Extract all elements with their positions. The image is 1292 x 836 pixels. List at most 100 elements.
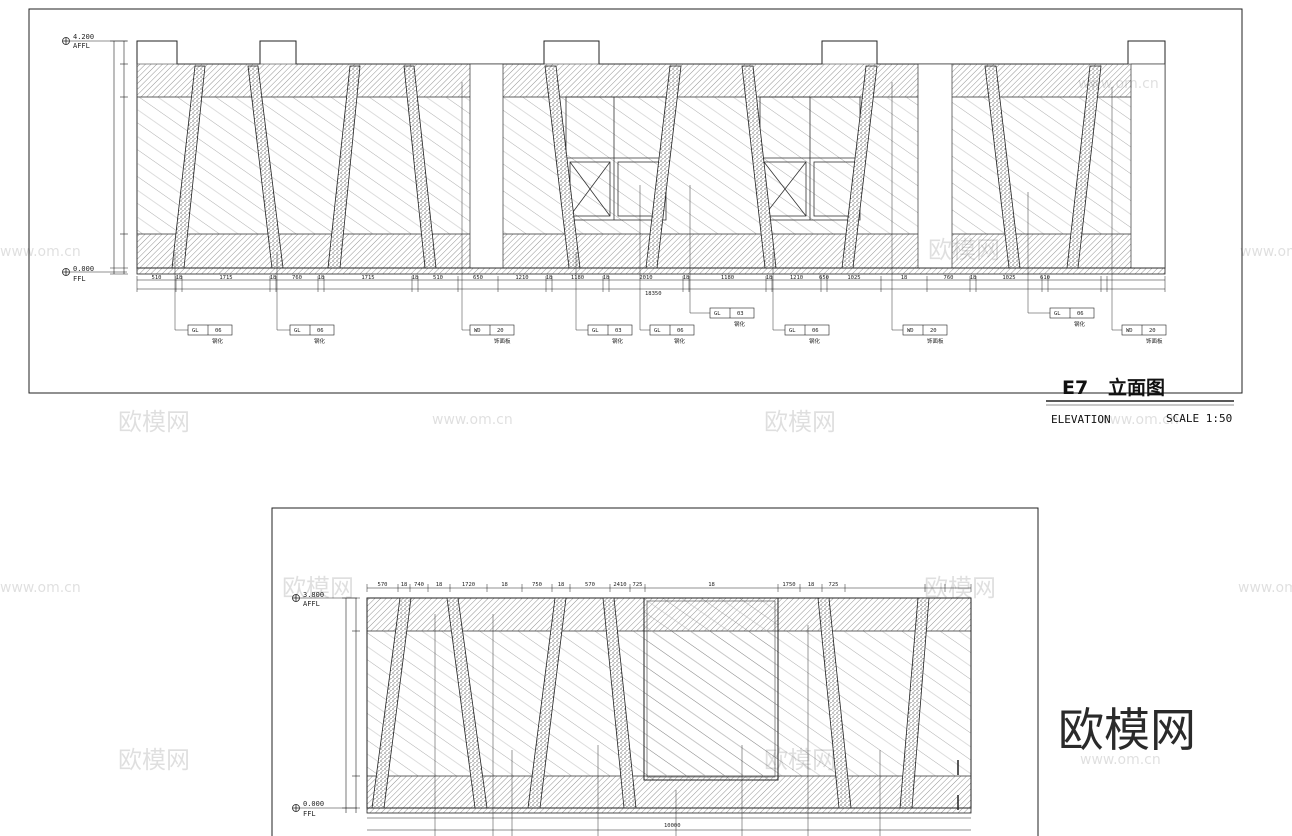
material-tag-note: 钢化 xyxy=(612,337,624,345)
watermark-logo: 欧模网 xyxy=(1058,703,1196,757)
material-tag: GL 06 钢化 xyxy=(772,252,830,345)
lower-floor-slab xyxy=(366,807,972,814)
material-tag-code: GL xyxy=(192,328,199,334)
lower-dimension-value: 18 xyxy=(401,582,408,588)
upper-dimension-value: 510 xyxy=(433,275,443,281)
lower-dimension-value: 725 xyxy=(829,582,839,588)
watermark-url: www.om.cn xyxy=(1078,76,1159,92)
material-tag: WD 20 饰面板 xyxy=(1111,87,1167,345)
material-tag-number: 03 xyxy=(737,311,744,317)
watermark-brand: 欧模网 xyxy=(118,746,190,774)
watermark-url: www.om.cn xyxy=(1238,580,1292,596)
upper-dimension-value: 2010 xyxy=(639,275,652,281)
upper-dimension-value: 1715 xyxy=(361,275,374,281)
drawing-title: 立面图 xyxy=(1108,376,1165,399)
material-tag-number: 06 xyxy=(812,328,819,334)
watermark-brand: 欧模网 xyxy=(928,236,1000,264)
lower-dimension-value: 725 xyxy=(633,582,643,588)
upper-dimension-value: 1210 xyxy=(790,275,803,281)
material-tag-code: WD xyxy=(1126,328,1133,334)
lower-horizontal-dimension-lines xyxy=(367,587,971,831)
drawing-subtitle: ELEVATION xyxy=(1051,413,1111,426)
material-tag-code: GL xyxy=(714,311,721,317)
lower-dimension-value: 18 xyxy=(436,582,443,588)
upper-floor-elevation: 0.000 xyxy=(73,265,94,273)
lower-dimension-value: 570 xyxy=(378,582,388,588)
lower-dimension-value: 740 xyxy=(414,582,424,588)
material-tag-note: 饰面板 xyxy=(494,337,511,345)
material-tag-number: 06 xyxy=(1077,311,1084,317)
watermark-brand: 欧模网 xyxy=(282,574,354,602)
material-tag-note: 钢化 xyxy=(1074,320,1086,328)
lower-dimension-value: 18 xyxy=(808,582,815,588)
lower-dimension-value: 18 xyxy=(708,582,715,588)
upper-top-elevation: 4.200 xyxy=(73,33,94,41)
upper-dimension-value: 18 xyxy=(412,275,419,281)
material-tag-code: GL xyxy=(294,328,301,334)
upper-window-1 xyxy=(565,96,667,221)
material-tag-code: WD xyxy=(474,328,481,334)
material-tag-note: 钢化 xyxy=(809,337,821,345)
material-tag-number: 20 xyxy=(1149,328,1156,334)
upper-dimension-value: 1715 xyxy=(219,275,232,281)
material-tag: WD 20 饰面板 xyxy=(461,82,515,345)
material-tag-number: 06 xyxy=(317,328,324,334)
lower-dimension-value: 1750 xyxy=(782,582,795,588)
upper-dimension-value: 760 xyxy=(944,275,954,281)
watermark-brand: 欧模网 xyxy=(924,574,996,602)
upper-top-level-marker: 4.200 AFFL xyxy=(62,33,127,50)
upper-floor-slab xyxy=(136,267,1166,275)
title-block: E7 立面图 ELEVATION SCALE 1:50 xyxy=(1046,376,1234,426)
upper-dimension-value: 1180 xyxy=(721,275,734,281)
material-tag-note: 饰面板 xyxy=(927,337,944,345)
drawing-code: E7 xyxy=(1062,377,1088,399)
lower-floor-elevation-tag: FFL xyxy=(303,810,316,818)
upper-dimension-value: 1210 xyxy=(515,275,528,281)
upper-top-band xyxy=(136,63,1166,98)
upper-bay-2 xyxy=(1130,63,1166,269)
upper-dimension-value: 18 xyxy=(176,275,183,281)
lower-dimension-value: 18 xyxy=(558,582,565,588)
watermarks: 欧模网 www.om.cn 欧模网 欧模网 欧模网 欧模网 欧模网 欧模网 ww… xyxy=(0,76,1292,774)
upper-dimension-value: 510 xyxy=(152,275,162,281)
upper-dimension-value: 18 xyxy=(766,275,773,281)
watermark-url: www.om.cn xyxy=(0,580,81,596)
material-tag-code: GL xyxy=(789,328,796,334)
lower-top-elevation: 3.800 xyxy=(303,591,324,599)
upper-window-2 xyxy=(759,96,861,221)
upper-vertical-dimensions xyxy=(110,40,128,275)
watermark-brand: 欧模网 xyxy=(764,408,836,436)
watermark-brand: 欧模网 xyxy=(118,408,190,436)
upper-floor-elevation-tag: FFL xyxy=(73,275,86,283)
watermark-url: www.om.cn xyxy=(1080,752,1161,768)
upper-dimension-value: 1180 xyxy=(571,275,584,281)
watermark-url: www.om.cn xyxy=(0,244,81,260)
upper-pier-2 xyxy=(917,63,953,269)
upper-dimension-value: 610 xyxy=(1040,275,1050,281)
watermark-brand: 欧模网 xyxy=(764,746,836,774)
drawing-scale: SCALE 1:50 xyxy=(1166,412,1232,425)
material-tag-number: 20 xyxy=(497,328,504,334)
upper-pier-1 xyxy=(469,63,504,269)
material-tag-code: WD xyxy=(907,328,914,334)
upper-dimension-value: 18 xyxy=(970,275,977,281)
watermark-url: www.om.cn xyxy=(432,412,513,428)
upper-dimension-value: 760 xyxy=(292,275,302,281)
lower-vertical-dimensions xyxy=(342,597,360,813)
material-tag-code: GL xyxy=(592,328,599,334)
upper-dimension-value: 18 xyxy=(546,275,553,281)
material-tag-note: 钢化 xyxy=(212,337,224,345)
lower-dimension-value: 750 xyxy=(532,582,542,588)
material-tag-note: 饰面板 xyxy=(1146,337,1163,345)
material-tag-number: 06 xyxy=(677,328,684,334)
lower-dimension-value: 2410 xyxy=(613,582,626,588)
